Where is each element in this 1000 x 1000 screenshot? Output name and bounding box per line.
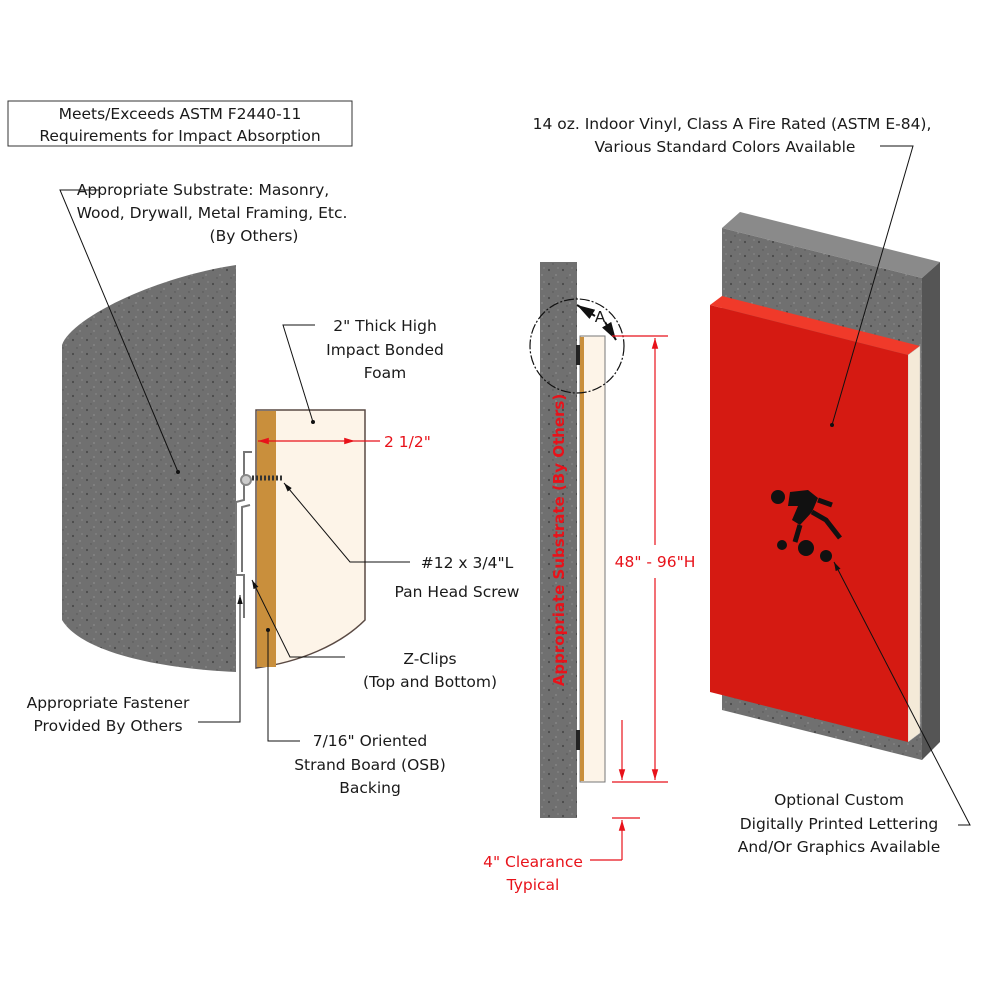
side-elevation: A Appropriate Substrate (By Others) 48" … [483,262,702,894]
substrate-section [62,265,236,672]
osb-label-1: 7/16" Oriented [313,732,428,750]
foam-label-2: Impact Bonded [326,341,444,359]
screw-label-2: Pan Head Screw [395,583,520,601]
zclip-label-1: Z-Clips [403,650,456,668]
substrate-label-2: Wood, Drywall, Metal Framing, Etc. [77,204,348,222]
substrate-label-1: Appropriate Substrate: Masonry, [77,181,329,199]
foam-label-3: Foam [364,364,406,382]
running-figure-graphic [771,490,842,562]
right-leaders [830,145,971,826]
vinyl-label-1: 14 oz. Indoor Vinyl, Class A Fire Rated … [533,115,932,133]
osb-label-2: Strand Board (OSB) [294,756,446,774]
fastener-label-2: Provided By Others [33,717,182,735]
clearance-label-1: 4" Clearance [483,853,583,871]
substrate-vertical-label: Appropriate Substrate (By Others) [550,394,568,686]
lettering-label-3: And/Or Graphics Available [738,838,941,856]
z-clip [235,451,252,618]
detail-marker: A [595,308,606,326]
compliance-line-1: Meets/Exceeds ASTM F2440-11 [59,105,302,123]
osb-backing [257,411,276,667]
lettering-label-1: Optional Custom [774,791,904,809]
section-detail: 2 1/2" [62,265,431,672]
thickness-dimension: 2 1/2" [384,433,431,451]
side-osb [580,337,584,781]
compliance-line-2: Requirements for Impact Absorption [39,127,320,145]
osb-label-3: Backing [339,779,401,797]
zclip-label-2: (Top and Bottom) [363,673,497,691]
vinyl-label-2: Various Standard Colors Available [595,138,856,156]
foam-panel-section [255,409,366,669]
detail-circle [529,298,625,394]
substrate-column [540,262,577,818]
foam-label-1: 2" Thick High [333,317,437,335]
clearance-label-2: Typical [506,876,560,894]
compliance-box: Meets/Exceeds ASTM F2440-11 Requirements… [7,100,353,147]
red-vinyl-face [710,305,908,742]
isometric-wall-pad [710,212,940,760]
fastener-label-1: Appropriate Fastener [27,694,190,712]
height-dimension: 48" - 96"H [615,553,696,571]
screw-label-1: #12 x 3/4"L [421,554,514,572]
substrate-label-3: (By Others) [210,227,299,245]
side-foam [579,335,606,783]
left-leaders [59,189,410,742]
lettering-label-2: Digitally Printed Lettering [740,815,939,833]
